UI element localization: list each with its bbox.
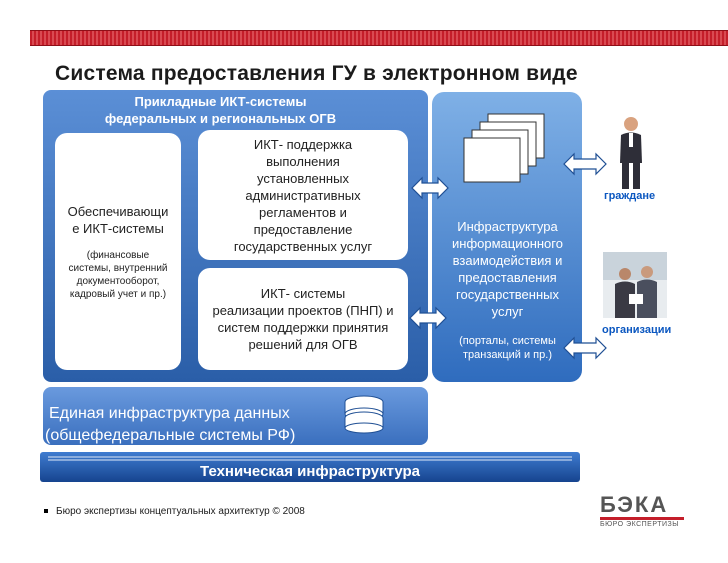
reg-line2: выполнения [266, 153, 340, 169]
page-title: Система предоставления ГУ в электронном … [55, 62, 578, 85]
proj-line3: систем поддержки принятия [217, 320, 389, 335]
data-infra-text: Единая инфраструктура данных (общефедера… [45, 403, 295, 447]
support-sub1: (финансовые [86, 249, 150, 261]
panel-header: Прикладные ИКТ-системы федеральных и рег… [43, 93, 398, 127]
top-decorative-bar [30, 30, 728, 46]
reg-line5: регламентов и [259, 204, 347, 220]
panel-header-line2: федеральных и региональных ОГВ [104, 111, 337, 126]
infra-line3: взаимодействия и [452, 253, 563, 268]
double-arrow-icon [563, 336, 607, 360]
logo-sub: БЮРО ЭКСПЕРТИЗЫ [600, 521, 679, 528]
panel-header-line1: Прикладные ИКТ-системы [134, 94, 307, 109]
support-line1: Обеспечивающи [67, 203, 169, 219]
proj-line4: решений для ОГВ [248, 337, 358, 352]
database-icon [344, 395, 384, 434]
organizations-label: организации [602, 324, 672, 336]
support-line2: е ИКТ-системы [72, 220, 164, 236]
citizens-label: граждане [604, 190, 656, 202]
double-arrow-icon [411, 176, 449, 200]
bullet-icon [44, 509, 48, 514]
logo-underline [600, 517, 684, 520]
infra-title: Инфраструктура информационного взаимодей… [440, 218, 575, 320]
double-arrow-icon [409, 306, 447, 330]
proj-line1: ИКТ- системы [260, 286, 346, 301]
data-infra-line1: Единая инфраструктура данных [49, 405, 290, 422]
infra-line4: предоставления [458, 270, 557, 285]
reg-line4: административных [245, 187, 361, 203]
infra-sub1: (порталы, системы [459, 335, 556, 347]
support-sub2: системы, внутренний [68, 262, 168, 274]
copyright-label: Бюро экспертизы концептуальных архитекту… [56, 506, 305, 517]
support-systems-box: Обеспечивающи е ИКТ-системы (финансовые … [55, 133, 181, 370]
reg-line7: государственных услуг [233, 238, 373, 254]
infra-sub2: транзакций и пр.) [463, 349, 552, 361]
double-arrow-icon [563, 152, 607, 176]
support-sub4: кадровый учет и пр.) [69, 288, 167, 300]
technical-infrastructure-label: Техническая инфраструктура [200, 463, 420, 480]
support-sub3: документооборот, [76, 275, 160, 287]
documents-icon [463, 113, 545, 183]
beka-logo: БЭКА БЮРО ЭКСПЕРТИЗЫ [600, 494, 684, 528]
regulations-support-box: ИКТ- поддержка выполнения установленных … [198, 130, 408, 260]
citizen-person-icon [620, 117, 642, 189]
copyright-text: Бюро экспертизы концептуальных архитекту… [44, 506, 305, 517]
logo-main: БЭКА [600, 492, 669, 517]
infra-subtitle: (порталы, системы транзакций и пр.) [440, 334, 575, 362]
infra-line1: Инфраструктура [457, 219, 558, 234]
infra-line5: государственных [456, 287, 559, 302]
infra-line6: услуг [491, 304, 524, 319]
infra-line2: информационного [452, 236, 563, 251]
proj-line2: реализации проектов (ПНП) и [212, 303, 394, 318]
projects-systems-box: ИКТ- системы реализации проектов (ПНП) и… [198, 268, 408, 370]
network-lines-decoration [48, 456, 572, 461]
data-infra-line2: (общефедеральные системы РФ) [45, 427, 296, 444]
organization-photo-icon [603, 252, 667, 318]
reg-line3: установленных [257, 170, 349, 186]
reg-line1: ИКТ- поддержка [253, 136, 353, 152]
reg-line6: предоставление [253, 221, 353, 237]
